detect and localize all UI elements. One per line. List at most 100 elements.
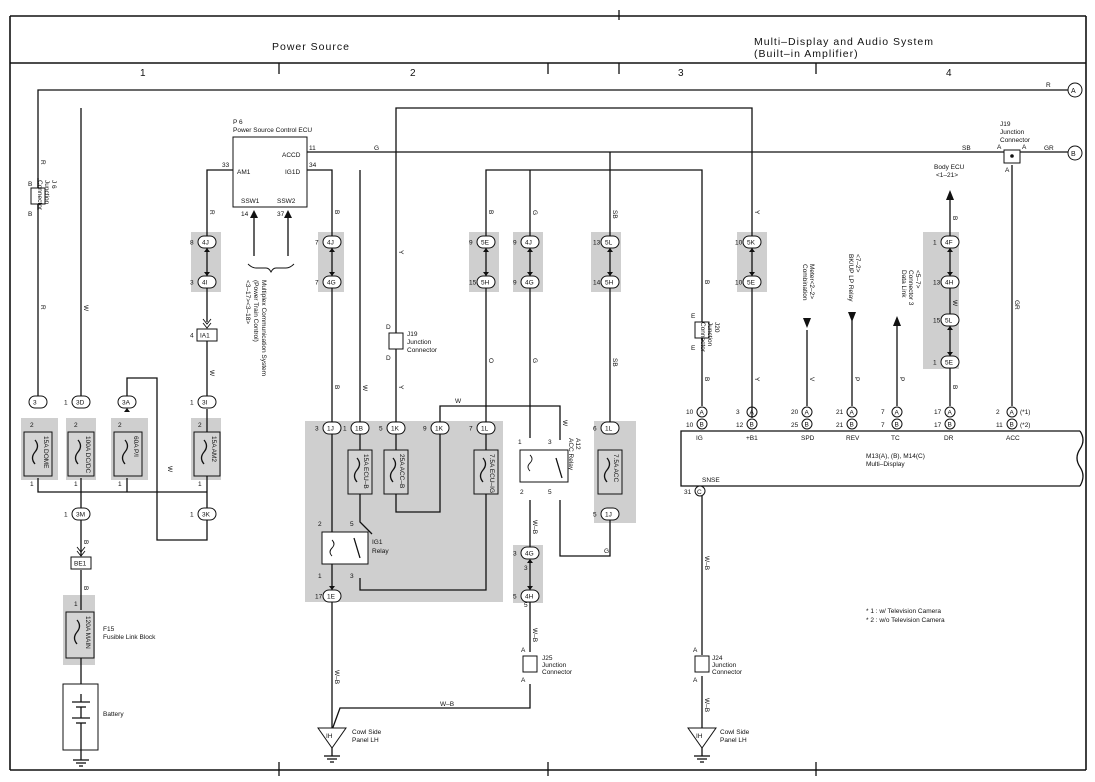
connector-pin-number: 9 [513,280,517,287]
connector-pin-number: 9 [423,426,427,433]
md-pin-number-bottom: 7 [881,422,885,429]
wire-label-y: Y [397,250,404,255]
md-pin-letter-b: B [1010,422,1014,429]
ig1-pin-1: 1 [318,573,322,580]
wire-label-y: Y [753,210,760,215]
wire-label-b: B [333,385,340,389]
p6-name: Power Source Control ECU [233,127,312,134]
connector-pin-number: 5 [513,594,517,601]
j19-top-label-2: Junction [1000,129,1025,136]
acc-label-1: A12 [574,438,581,450]
multidisplay-snse-pin: 31 [684,489,692,496]
multidisplay-id: M13(A), (B), M14(C) [866,453,925,460]
md-pin-letter-b: B [948,422,952,429]
wire-label-y: Y [753,377,760,382]
md-pin-letter-a: A [850,410,855,417]
wire-label-g-accd: G [374,145,379,152]
md-pin-number-top: 17 [934,409,942,416]
p6-pin-ssw1: SSW1 [241,198,260,205]
j24-label-2: Junction [712,662,737,669]
j6-label-1: J 6 [50,180,57,189]
fuse-label: 25A ACC–B [398,454,405,488]
frame [9,10,1087,776]
connector-be1: BE1 [70,546,92,570]
connector-pin-number: 1 [190,512,194,519]
connector-label: 1K [435,426,444,433]
connector-4j: 4J7 [315,235,342,252]
wire-label-w: W [561,420,568,427]
junction-block-shading [21,232,959,665]
acc-pin-3: 3 [548,439,552,446]
connector-label: 4H [525,594,534,601]
connector-1l: 1L7 [469,421,496,435]
connector-pin-number: 9 [513,240,517,247]
j25-label-1: J25 [542,655,553,662]
j25-label-3: Connector [542,669,573,676]
connector-4g: 4G3 [513,546,540,563]
wire-label-b: B [333,210,340,214]
p6-pin-accd: ACCD [282,152,301,159]
md-pin-label: ACC [1006,435,1020,442]
connector-pin-number: 15 [469,280,477,287]
wire-label-wb-bottom: W–B [440,701,454,708]
wire-label-b: B [703,377,710,381]
md-pin-label: IG [696,435,703,442]
connector-pin-number: 9 [469,240,473,247]
pin-number: 1 [118,481,122,488]
comb-meter-2: Meter<2–2> [808,264,815,299]
wire-label-r: R [39,160,46,165]
multidisplay-snse: SNSE [702,477,720,484]
fuse-label: 60A P/I [132,436,139,457]
connector-label: 5H [481,280,490,287]
md-pin-number-top: 3 [736,409,740,416]
bklp-relay-1: BK/UP LP Relay [847,254,854,302]
connector-pin-number: 15 [933,318,941,325]
connector-label: 3K [202,512,211,519]
j19-top-a-left: A [997,144,1002,151]
multiplex-line-3: <3–17><3–18> [244,280,251,324]
wire-label-b: B [487,210,494,214]
ig1-pin-5: 5 [350,521,354,528]
wire-label-b: B [82,540,89,544]
wire-label-sb: SB [611,210,618,219]
connector-label: 3 [33,400,37,407]
wire-label-w: W [166,466,173,473]
comb-meter-1: Combination [801,264,808,301]
connector-3: 3 [28,395,48,409]
wire-label-g: G [531,358,538,363]
wire-label-p: P [898,377,905,381]
battery-label: Battery [103,711,124,718]
fuse-label: 120A MAIN [84,616,91,649]
connector-label: 4G [525,280,534,287]
connector-label: 5E [481,240,490,247]
connector-label: 1K [391,426,400,433]
connector-label: 4G [525,551,534,558]
battery-block: F15 Fusible Link Block Battery [62,626,156,767]
j19-mid-label-2: Junction [407,339,432,346]
connector-pin-number: 17 [315,594,323,601]
multiplex-label: Multiplex Communication System (Power Tr… [244,280,267,376]
acc-relay: 1 3 2 5 A12 ACC Relay [518,438,581,496]
ground-left-code: IH [326,733,333,740]
connector-1b: 1B1 [343,421,370,435]
wire-label-r-top: R [1046,82,1051,89]
fuse-15a-ecu-b: 15A ECU–B [347,449,373,495]
md-pin-letter-a: A [895,410,900,417]
wire-label-b: B [951,385,958,389]
connector-1k: 1K 9 [423,421,450,435]
j25-label-2: Junction [542,662,567,669]
j20-e-bot: E [691,345,696,352]
column-4: 4 [946,68,952,79]
md-pin-letter-a: A [805,410,810,417]
j19-top-a-right: A [1022,144,1027,151]
j19-top-label-1: J19 [1000,121,1011,128]
